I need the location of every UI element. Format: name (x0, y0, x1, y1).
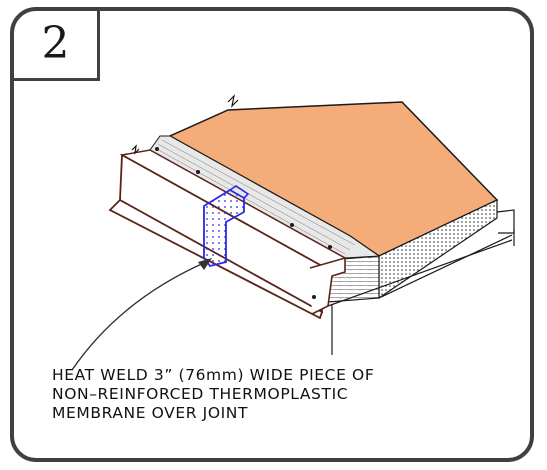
caption-line-2: NON–REINFORCED THERMOPLASTIC (52, 385, 349, 403)
step-number: 2 (41, 17, 70, 69)
edge-flashing-end (309, 256, 346, 315)
caption-line-1: HEAT WELD 3” (76mm) WIDE PIECE OF (52, 366, 375, 384)
fasteners (155, 147, 332, 299)
caption-line-3: MEMBRANE OVER JOINT (52, 404, 249, 422)
detail-caption: HEAT WELD 3” (76mm) WIDE PIECE OF NON–RE… (52, 366, 522, 423)
deck-edge (496, 209, 515, 234)
leader-arrow (71, 261, 207, 371)
step-number-box: 2 (14, 11, 100, 81)
